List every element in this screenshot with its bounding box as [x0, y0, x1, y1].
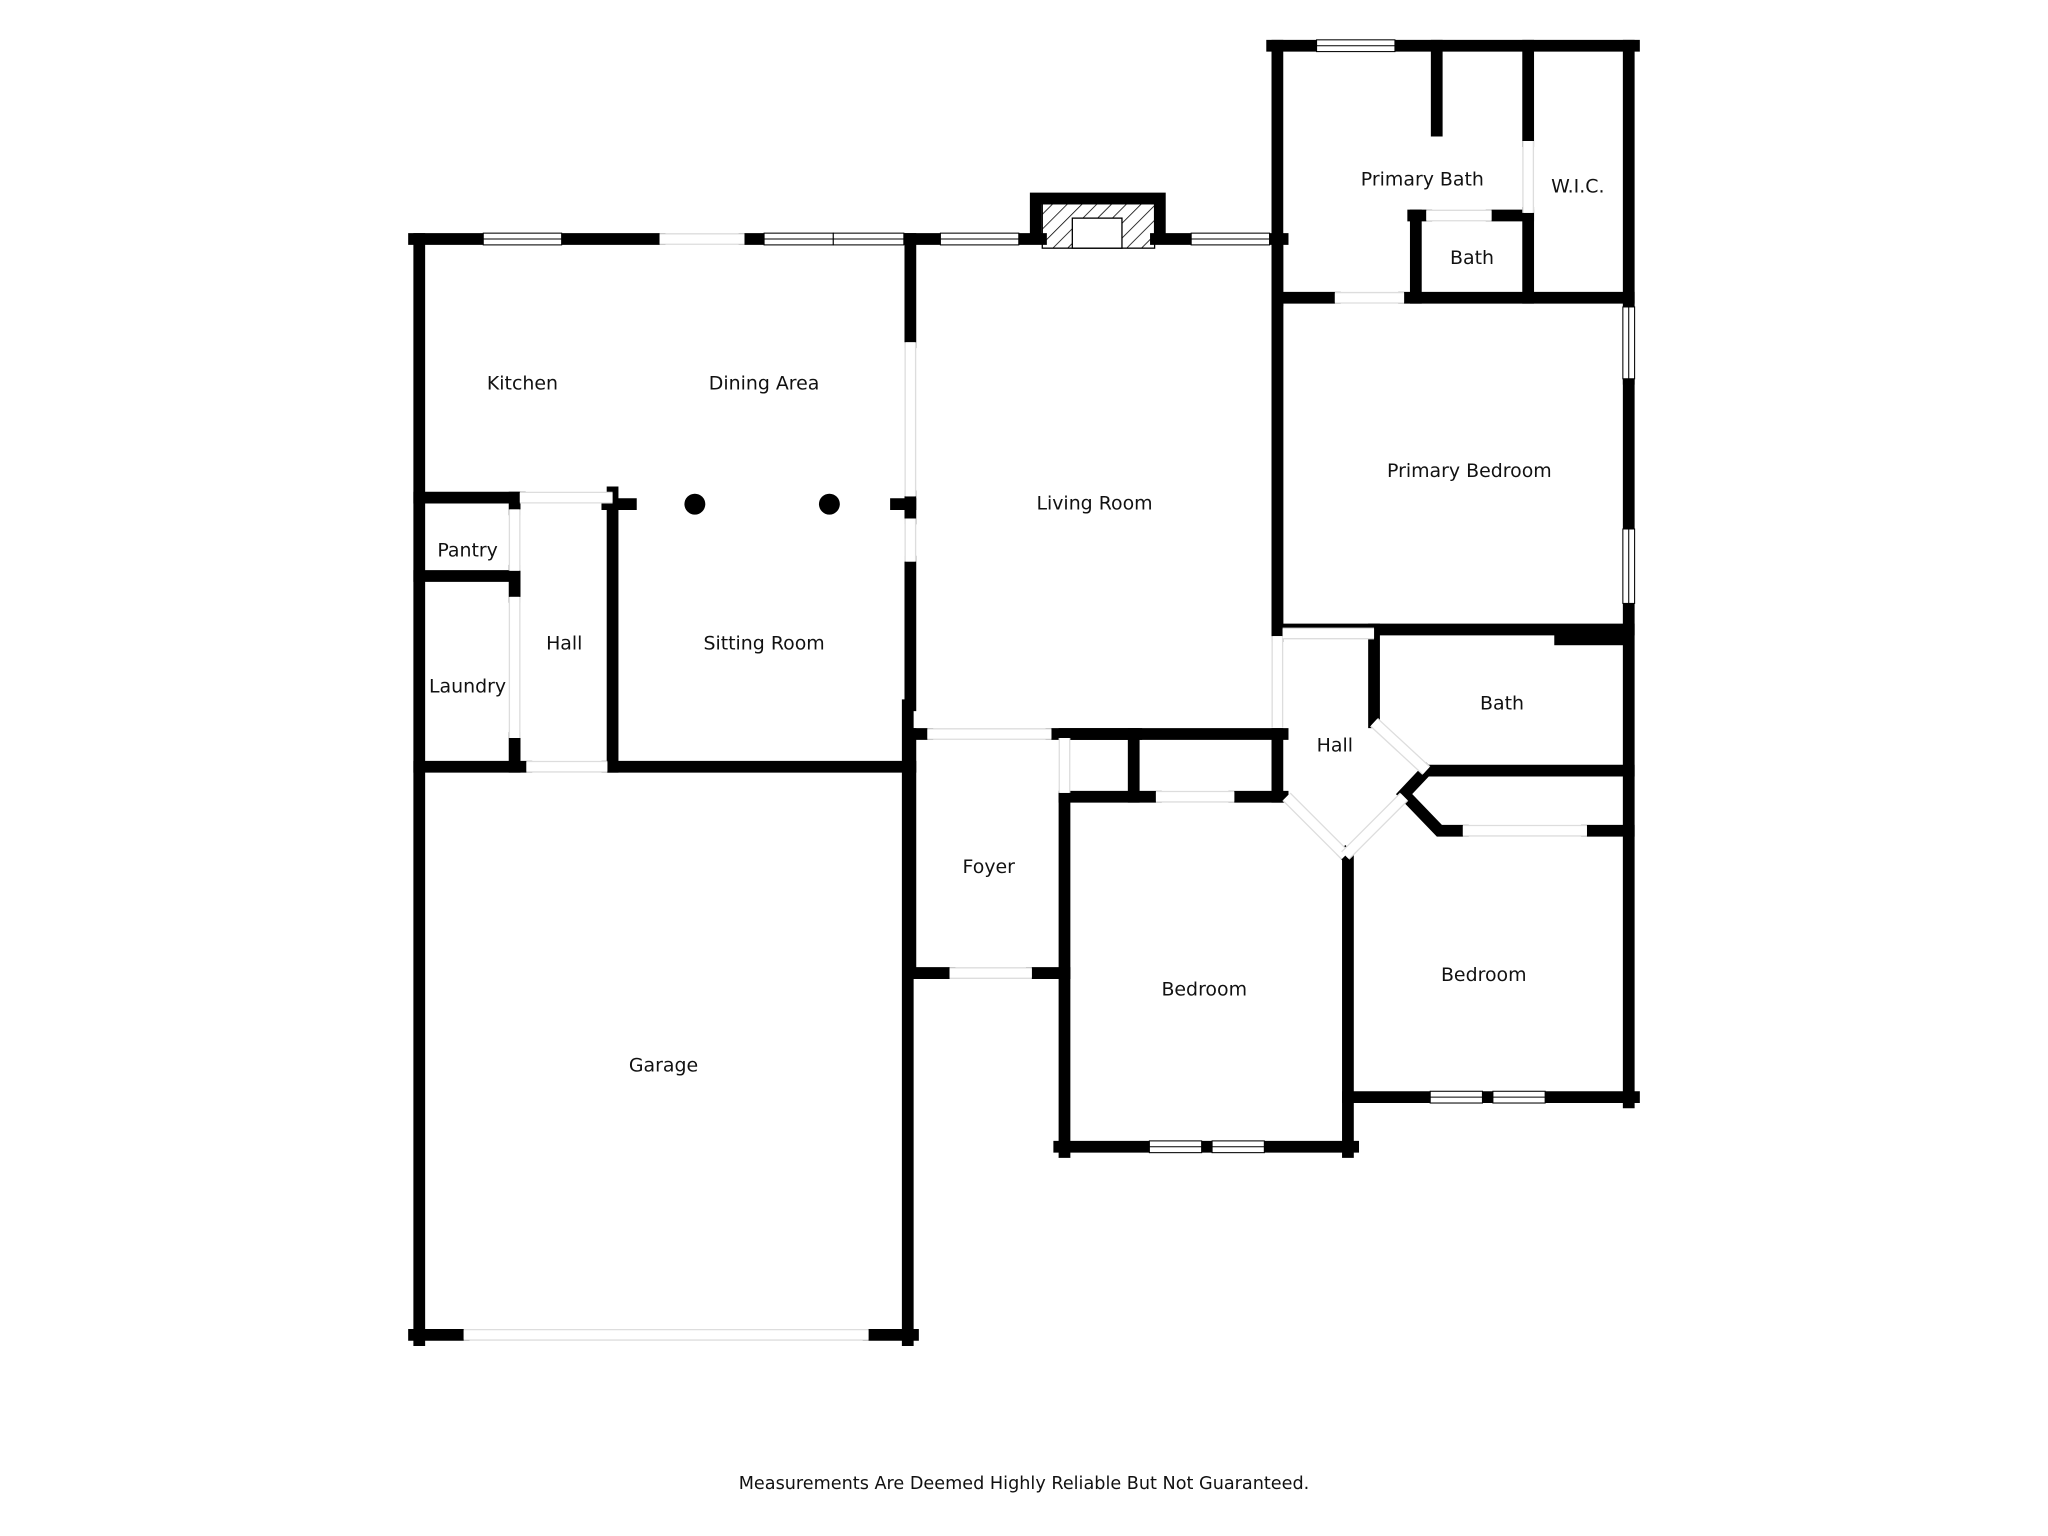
room-label-dining-area: Dining Area: [709, 373, 820, 395]
door-opening-fill: [1342, 793, 1408, 859]
room-label-pantry: Pantry: [437, 540, 498, 562]
room-label-living-room: Living Room: [1036, 493, 1152, 515]
walls: [408, 39, 1640, 1346]
room-label-primary-bath: Primary Bath: [1361, 169, 1484, 191]
room-label-bedroom-1: Bedroom: [1161, 979, 1247, 1001]
windows: [482, 39, 1636, 1154]
wall: [1554, 629, 1629, 646]
fireplace: [1029, 192, 1166, 249]
room-label-primary-bedroom: Primary Bedroom: [1387, 460, 1552, 482]
room-label-foyer: Foyer: [963, 856, 1016, 878]
door-opening-fill: [1370, 718, 1430, 774]
room-label-garage: Garage: [629, 1054, 698, 1076]
column: [818, 493, 840, 515]
wall: [1395, 762, 1469, 837]
room-label-wic: W.I.C.: [1551, 175, 1604, 197]
room-label-bedroom-2: Bedroom: [1441, 964, 1527, 986]
room-label-bath-hall: Bath: [1480, 693, 1524, 715]
room-label-hall-left: Hall: [546, 632, 582, 654]
disclaimer: Measurements Are Deemed Highly Reliable …: [739, 1474, 1310, 1494]
room-label-laundry: Laundry: [429, 676, 506, 698]
column: [684, 493, 706, 515]
room-label-bath-small: Bath: [1450, 247, 1494, 269]
room-label-kitchen: Kitchen: [487, 373, 558, 395]
room-label-sitting-room: Sitting Room: [703, 632, 824, 654]
openings: [463, 141, 1587, 1341]
room-label-hall-right: Hall: [1317, 734, 1353, 756]
door-opening-fill: [1283, 793, 1349, 859]
